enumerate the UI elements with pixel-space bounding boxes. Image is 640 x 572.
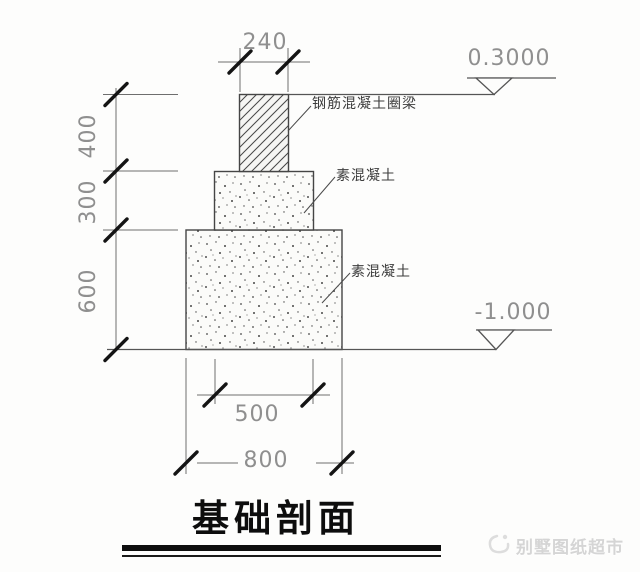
watermark-text: 别墅图纸超市 [516, 538, 624, 558]
ground-level-triangle-icon [476, 329, 516, 351]
title-rule-thick [122, 545, 441, 551]
dim-height-600: 600 [76, 268, 101, 314]
dim-outer-width: 800 [243, 448, 289, 473]
title-rule-thin [122, 555, 441, 557]
top-level-triangle-icon [474, 77, 514, 96]
top-level-line [288, 77, 556, 96]
ring-beam-column [238, 93, 290, 173]
elevation-top-value: 0.3000 [467, 46, 551, 71]
dimension-ticks [103, 49, 355, 476]
footing-block [185, 229, 343, 351]
mid-concrete-block [213, 170, 315, 231]
label-plain-concrete-mid: 素混凝土 [336, 168, 396, 184]
dim-height-300: 300 [76, 179, 101, 225]
label-ring-beam: 钢筋混凝土圈梁 [312, 96, 417, 112]
dim-inner-width: 500 [234, 402, 280, 427]
left-dimension-chain [103, 88, 178, 350]
elevation-bottom-value: -1.000 [474, 300, 552, 325]
top-dimension [218, 48, 310, 92]
dim-beam-width: 240 [242, 30, 288, 55]
leader-lines [287, 105, 351, 304]
drawing-title: 基础剖面 [192, 497, 360, 540]
label-plain-concrete-footing: 素混凝土 [351, 264, 411, 280]
watermark-logo-icon [488, 534, 510, 554]
